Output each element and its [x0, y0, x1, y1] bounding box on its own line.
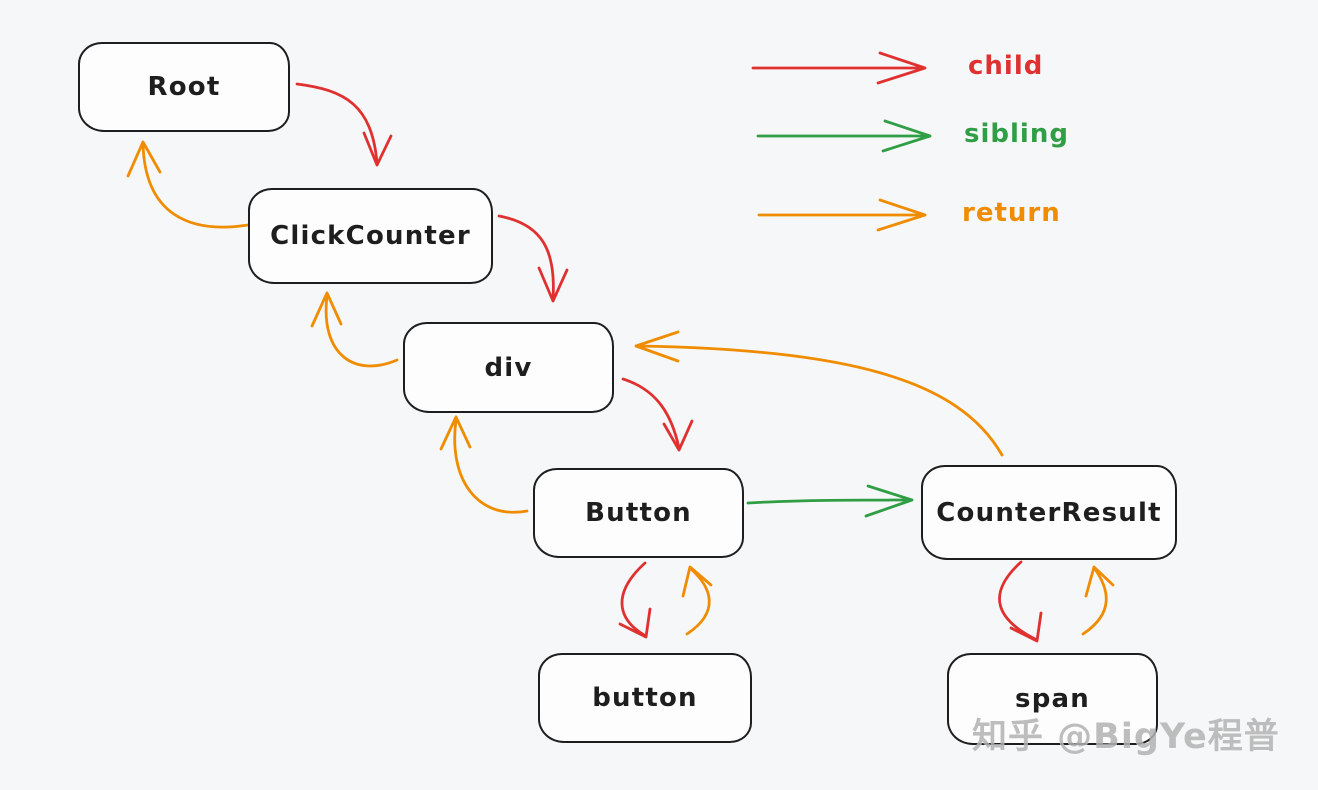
arrow-child-root-to-clickcounter	[295, 82, 393, 167]
node-root: Root	[78, 42, 290, 132]
legend-sibling-arrow-icon	[756, 119, 932, 153]
node-counterresult-label: CounterResult	[936, 497, 1162, 528]
node-root-label: Root	[147, 72, 221, 102]
node-div: div	[403, 322, 614, 413]
arrow-return-clickcounter-to-root	[126, 140, 250, 229]
node-span-element: span	[947, 653, 1158, 745]
arrow-return-counterresult-to-div	[634, 330, 1004, 457]
arrow-return-div-to-clickcounter	[310, 291, 399, 368]
node-clickcounter-label: ClickCounter	[270, 221, 471, 251]
arrow-return-buttonel-to-button	[681, 565, 713, 636]
legend-return-arrow-icon	[757, 198, 927, 232]
node-div-label: div	[484, 352, 533, 383]
arrow-return-span-to-counterresult	[1081, 565, 1115, 636]
node-counterresult: CounterResult	[921, 465, 1177, 560]
legend-label-sibling: sibling	[964, 119, 1069, 149]
node-span-element-label: span	[1015, 684, 1090, 714]
arrow-child-clickcounter-to-div	[497, 214, 569, 303]
node-button-element-label: button	[592, 683, 698, 713]
watermark-text: 知乎 @BigYe程普	[972, 717, 1280, 757]
legend-child-arrow-icon	[751, 51, 927, 85]
arrow-child-div-to-button	[621, 377, 694, 452]
legend-label-return: return	[962, 198, 1061, 228]
legend-label-child: child	[968, 51, 1044, 81]
node-button-element: button	[538, 653, 752, 743]
node-button-component-label: Button	[585, 498, 692, 528]
arrow-child-counterresult-to-span	[998, 560, 1043, 643]
arrow-child-button-to-buttonel	[618, 561, 652, 639]
node-button-component: Button	[533, 468, 744, 558]
arrow-sibling-button-to-counterresult	[746, 484, 914, 518]
node-clickcounter: ClickCounter	[248, 188, 493, 284]
arrow-return-button-to-div	[439, 415, 529, 514]
